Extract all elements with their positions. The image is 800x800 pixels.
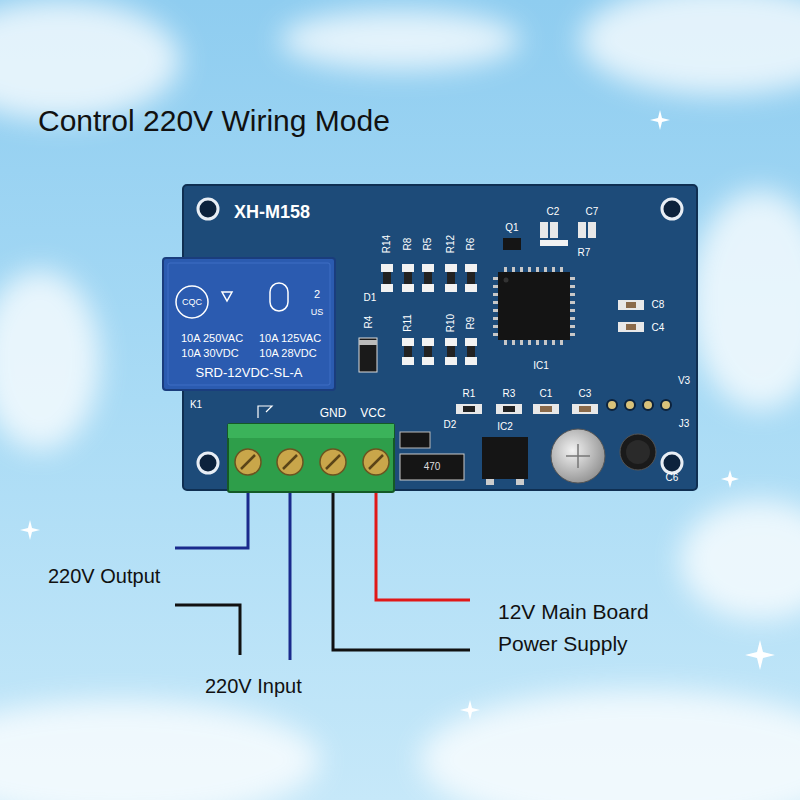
relay-rating: 10A 250VAC <box>181 333 243 344</box>
part-ref: IC2 <box>497 422 513 432</box>
sparkles <box>20 110 775 720</box>
pin-header <box>607 400 671 410</box>
smd-resistors <box>381 264 477 365</box>
part-ref: R1 <box>463 389 476 399</box>
part-ref: D1 <box>364 293 377 303</box>
part-ref: R12 <box>446 235 456 253</box>
relay-model: SRD-12VDC-SL-A <box>196 366 303 379</box>
relay-rating: 10A 28VDC <box>259 348 316 359</box>
part-ref: R5 <box>423 238 433 251</box>
part-ref: C2 <box>547 207 560 217</box>
part-ref: K1 <box>190 400 202 410</box>
resistor-value: 470 <box>424 462 441 472</box>
relay-rating: 10A 30VDC <box>181 348 238 359</box>
part-ref: C6 <box>666 473 679 483</box>
part-ref: R6 <box>466 238 476 251</box>
part-ref: R11 <box>403 314 413 332</box>
part-ref: J3 <box>679 419 690 429</box>
wire-label: 220V Input <box>205 676 302 696</box>
relay-marking: 2 <box>314 289 320 300</box>
wire-label: 220V Output <box>48 566 160 586</box>
part-ref: C7 <box>586 207 599 217</box>
relay-marking: US <box>311 308 324 317</box>
part-ref: R4 <box>364 316 374 329</box>
power-parts <box>400 432 528 485</box>
part-ref: R8 <box>403 238 413 251</box>
pin-name: GND <box>320 407 347 419</box>
part-ref: C4 <box>652 323 665 333</box>
part-ref: D2 <box>444 420 457 430</box>
part-ref: C8 <box>652 300 665 310</box>
part-ref: R10 <box>446 314 456 332</box>
part-ref: C3 <box>579 389 592 399</box>
part-ref: IC1 <box>533 361 549 371</box>
part-ref: V3 <box>678 376 690 386</box>
smd-row <box>456 404 598 414</box>
smd-capacitors <box>618 300 644 332</box>
electrolytic-capacitors <box>551 429 656 483</box>
diode <box>359 338 377 372</box>
relay <box>163 258 335 390</box>
part-ref: C1 <box>540 389 553 399</box>
smd-parts-top-right <box>503 222 596 250</box>
wire-label: 12V Main Board Power Supply <box>498 596 688 660</box>
title: Control 220V Wiring Mode <box>38 106 390 136</box>
wires <box>175 478 470 660</box>
part-ref: R7 <box>578 248 591 258</box>
part-ref: Q1 <box>505 223 518 233</box>
screw-terminal <box>228 424 394 492</box>
part-ref: R9 <box>466 317 476 330</box>
part-ref: R14 <box>382 235 392 253</box>
part-ref: R3 <box>503 389 516 399</box>
pin-name: VCC <box>360 407 385 419</box>
relay-rating: 10A 125VAC <box>259 333 321 344</box>
microcontroller-chip <box>493 267 575 345</box>
relay-symbol <box>258 406 272 418</box>
relay-marking: CQC <box>182 298 202 307</box>
board-name: XH-M158 <box>234 203 310 221</box>
